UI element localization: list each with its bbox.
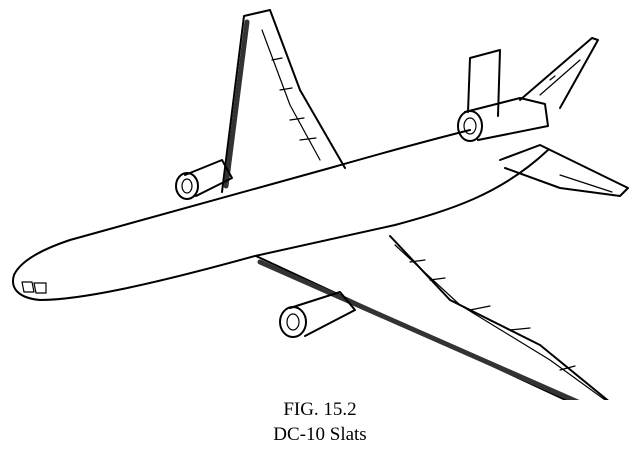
near-wing — [255, 235, 609, 400]
figure-number: FIG. 15.2 — [283, 399, 357, 420]
vertical-tail — [467, 49, 501, 117]
near-engine — [279, 291, 356, 338]
horizontal-stabilizer — [499, 144, 629, 197]
fuselage — [12, 129, 549, 301]
far-engine — [175, 159, 233, 200]
tail-fin-right — [519, 37, 599, 109]
far-wing — [221, 9, 346, 193]
figure-caption: DC-10 Slats — [273, 424, 367, 445]
tail-engine — [457, 97, 549, 142]
dc10-airplane-drawing — [12, 9, 629, 400]
